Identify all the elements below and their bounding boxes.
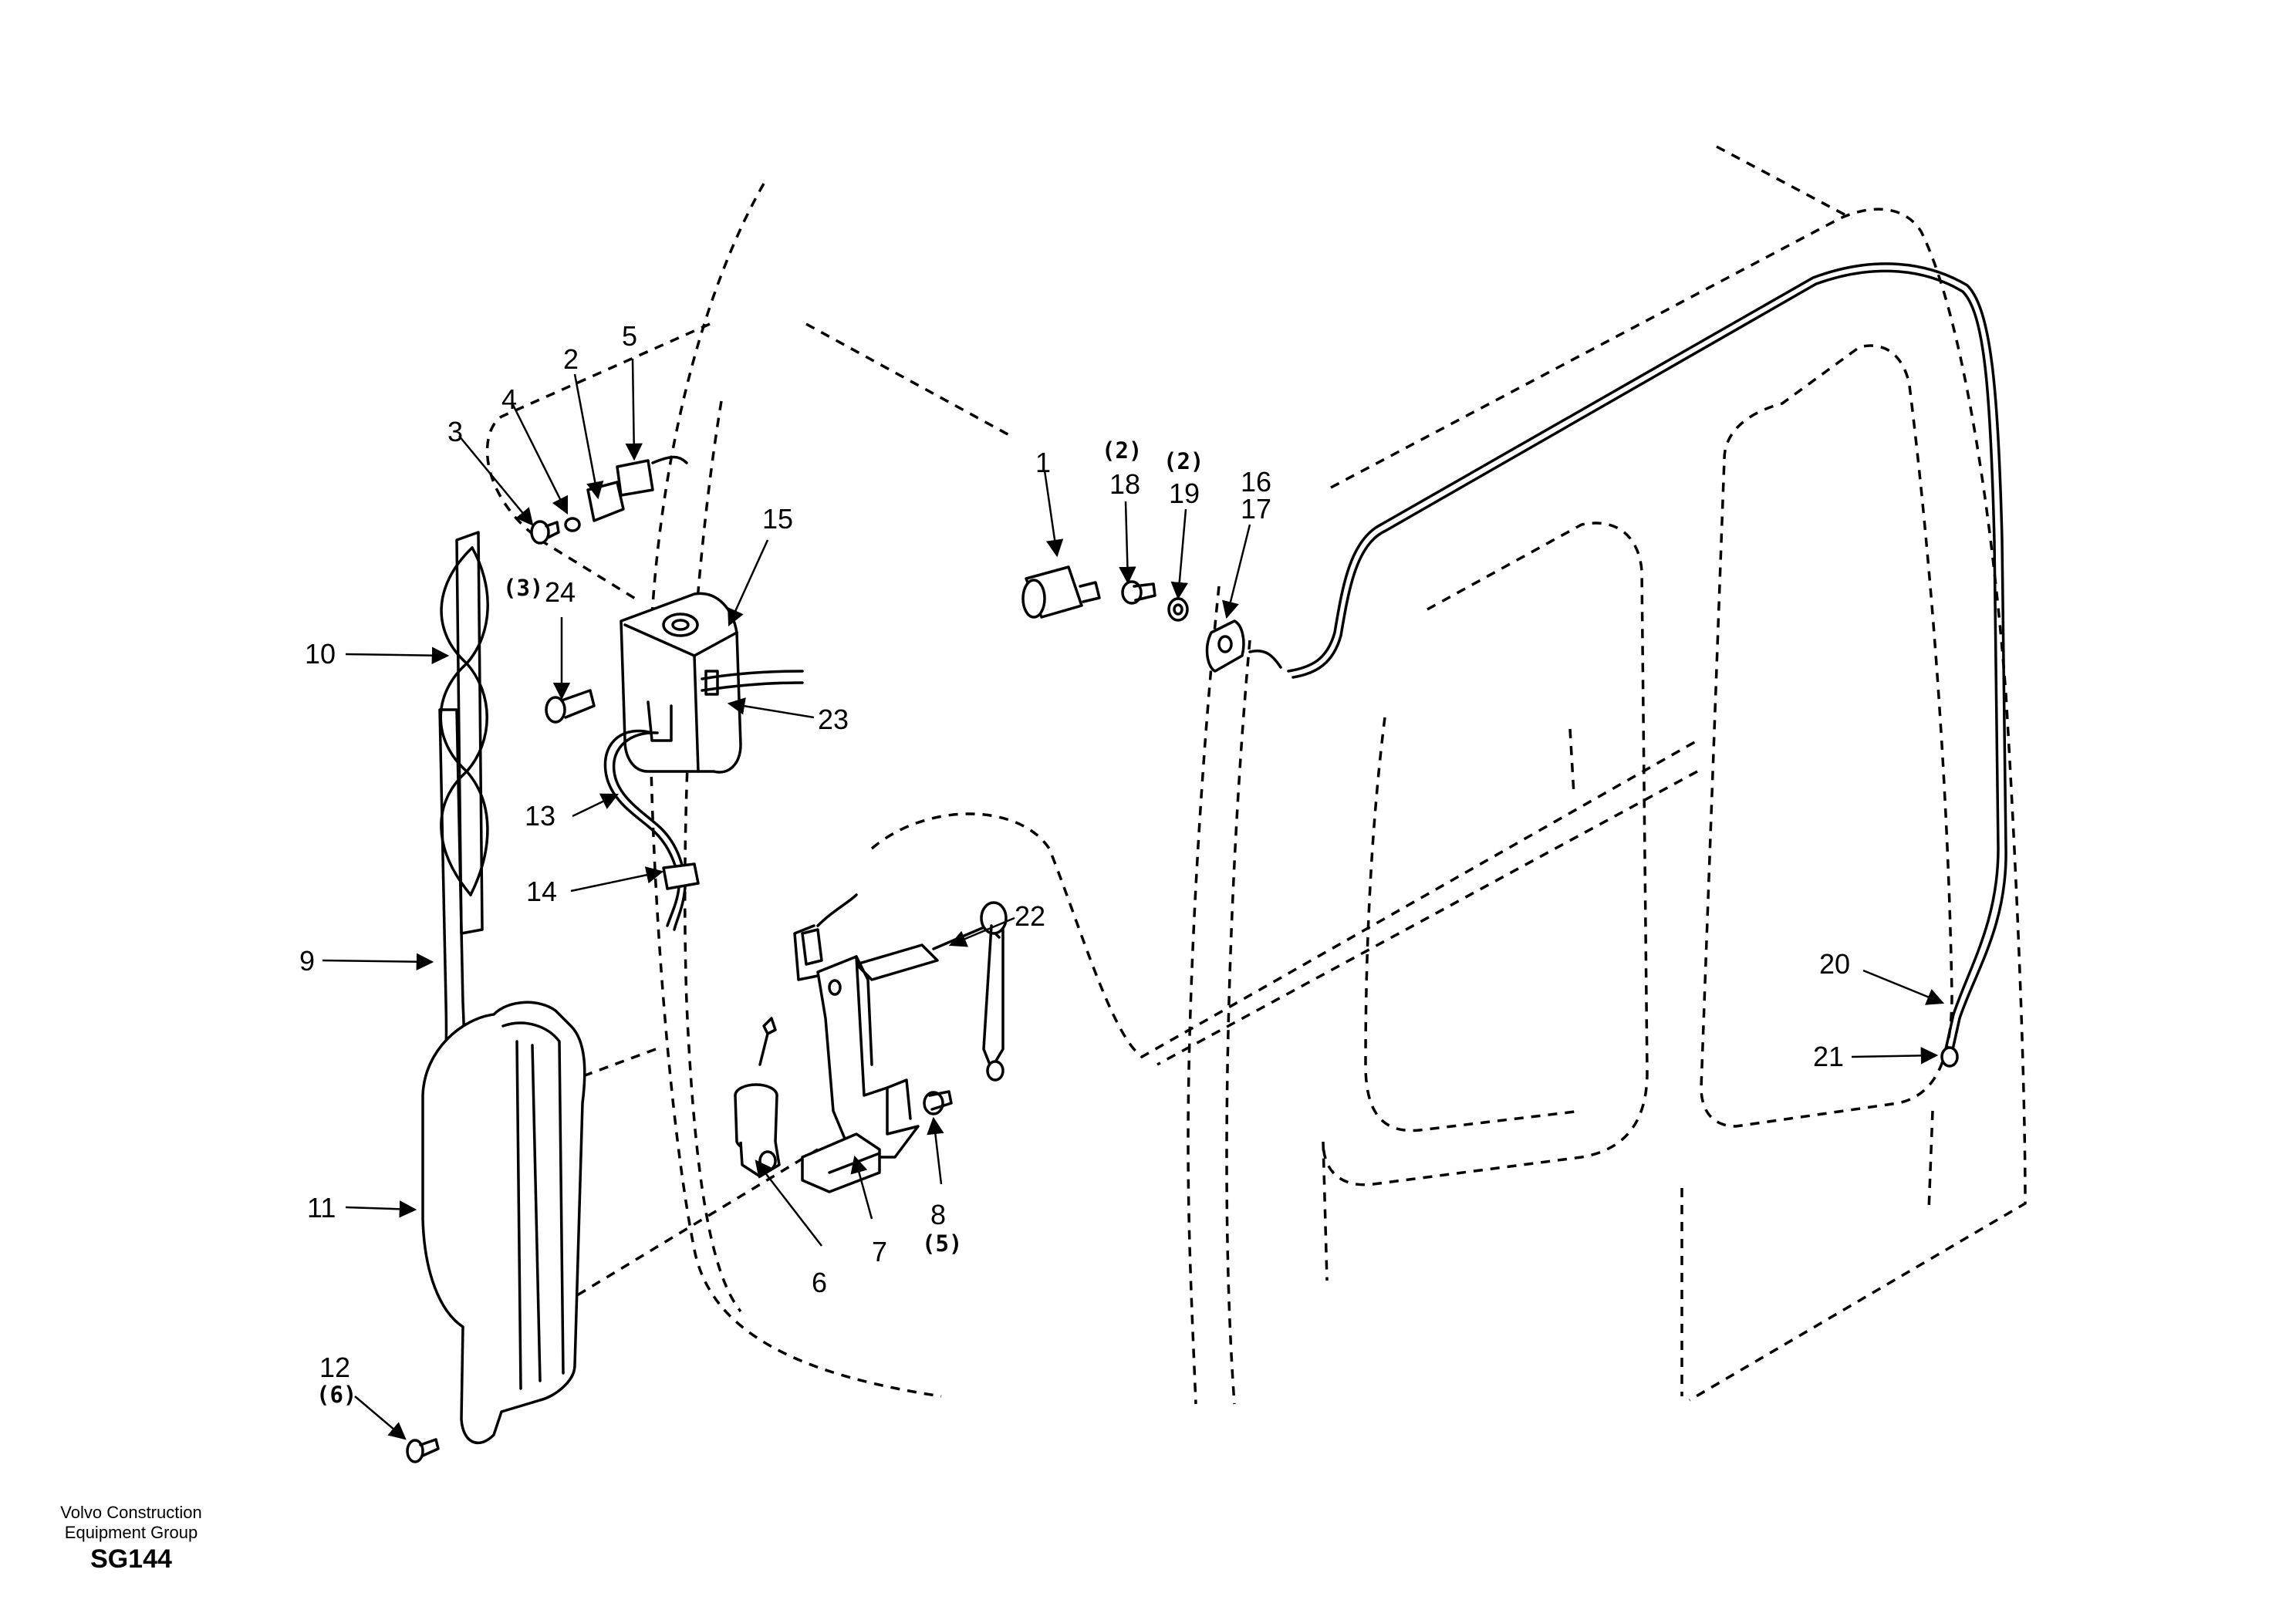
- screw-12: [406, 1438, 440, 1463]
- callout-24: 24: [545, 576, 576, 608]
- screw-24: [545, 689, 596, 724]
- top-bracket-parts: [530, 455, 688, 545]
- callout-18: 18: [1109, 468, 1140, 500]
- drawing-code: SG144: [90, 1544, 172, 1574]
- callout-10: 10: [305, 638, 336, 670]
- callout-6: 6: [812, 1267, 827, 1298]
- callout-8: 8: [930, 1199, 946, 1230]
- callout-12: 12: [319, 1352, 350, 1383]
- quantity-19: (2): [1163, 448, 1204, 474]
- org-line-2: Equipment Group: [64, 1523, 198, 1542]
- quantity-12: (6): [316, 1382, 356, 1408]
- callout-16: 16: [1241, 466, 1271, 498]
- callout-14: 14: [526, 876, 557, 907]
- callout-1: 1: [1035, 447, 1051, 478]
- wiper-blade: [439, 531, 489, 935]
- sensor-assembly: [1021, 565, 1282, 673]
- callout-17: 17: [1241, 493, 1271, 525]
- wiper-motor-assembly: [734, 893, 1008, 1193]
- callout-4: 4: [501, 383, 517, 415]
- callout-leaders: [322, 358, 1945, 1440]
- callout-5: 5: [622, 320, 637, 352]
- callout-21: 21: [1813, 1041, 1844, 1072]
- washer-tank: [620, 592, 804, 774]
- washer-line: [1287, 262, 2007, 1068]
- callout-9: 9: [299, 945, 315, 977]
- cab-outline: [447, 145, 2027, 1405]
- callout-19: 19: [1169, 478, 1200, 509]
- org-label: Volvo Construction Equipment Group: [31, 1503, 231, 1543]
- callout-22: 22: [1015, 900, 1045, 932]
- quantity-18: (2): [1102, 437, 1142, 464]
- quantity-24: (3): [503, 575, 543, 601]
- callout-11: 11: [307, 1192, 336, 1223]
- quantity-8: (5): [922, 1230, 962, 1257]
- callout-20: 20: [1819, 948, 1850, 980]
- wiper-cover: [421, 1001, 586, 1445]
- callout-23: 23: [818, 704, 849, 735]
- callout-15: 15: [762, 503, 793, 535]
- washer-hose: [603, 729, 700, 931]
- callout-labels: 1 2 3 4 5 6 7 8 9 10 11 12 13 14 15 16 1…: [299, 320, 1850, 1408]
- callout-13: 13: [525, 800, 555, 832]
- callout-7: 7: [872, 1236, 887, 1267]
- callout-3: 3: [447, 416, 463, 447]
- org-line-1: Volvo Construction: [60, 1503, 202, 1522]
- callout-2: 2: [563, 343, 579, 375]
